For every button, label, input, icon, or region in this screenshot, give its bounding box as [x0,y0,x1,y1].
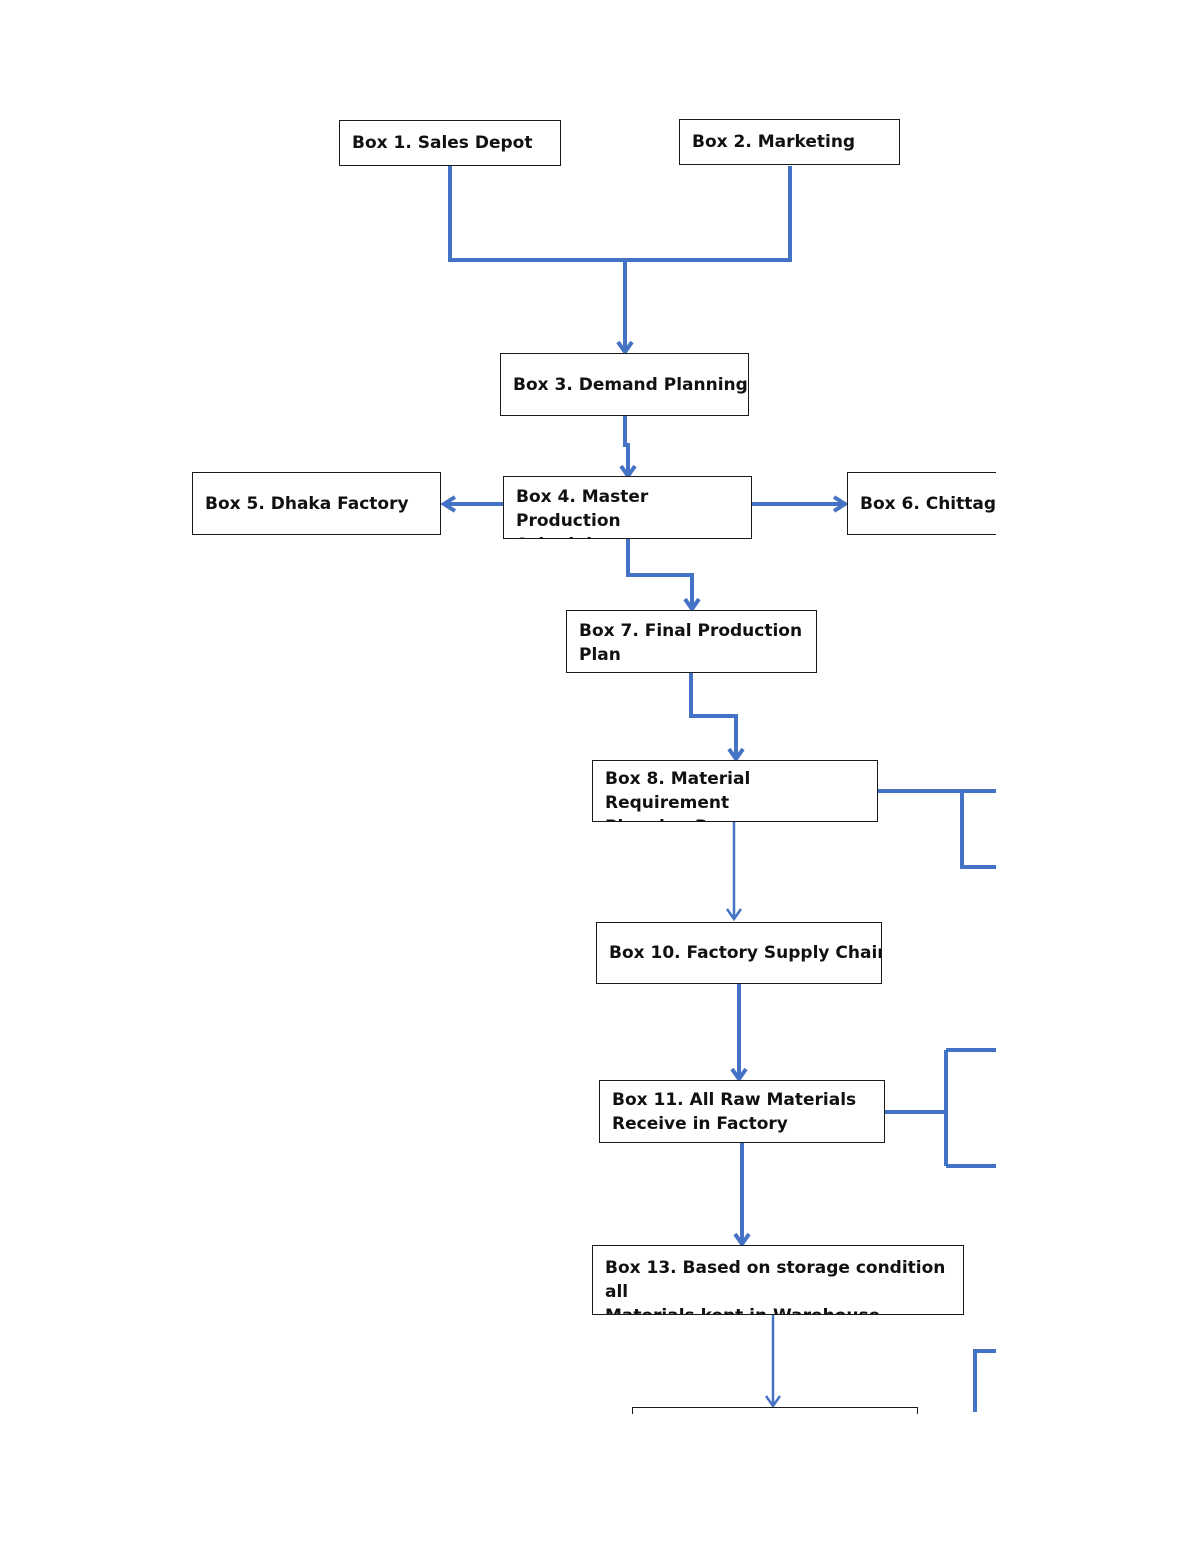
arrowhead-box14 [764,1395,782,1409]
arrowhead-box10 [725,908,743,922]
connector-box1-to-merge [448,166,625,262]
page-clip-area [996,0,1200,1553]
arrowhead-box11 [730,1067,748,1083]
box-raw-materials-receive: Box 11. All Raw Materials Receive in Fac… [599,1080,885,1143]
box-dhaka-factory: Box 5. Dhaka Factory [192,472,441,535]
arrowhead-box3 [616,340,634,356]
arrow-box3-to-box4 [623,416,630,474]
box-sales-depot: Box 1. Sales Depot [339,120,561,166]
box-material-requirement-planning-run: Box 8. Material Requirement Planning Run [592,760,878,822]
arrowhead-box13 [733,1232,751,1248]
box-demand-planning: Box 3. Demand Planning [500,353,749,416]
box-final-production-plan: Box 7. Final Production Plan [566,610,817,673]
arrowhead-box7 [683,597,701,613]
arrowhead-box6 [832,495,849,513]
arrowhead-box5 [440,495,457,513]
page-bottom-clip [0,1414,1200,1553]
connector-box11-branch [885,1048,1000,1168]
box-factory-supply-chain: Box 10. Factory Supply Chain [596,922,882,984]
connector-bottom-right-bracket [973,1349,1000,1412]
connector-box8-branch [878,789,1000,869]
box-master-production-schedule: Box 4. Master Production Schedule [503,476,752,539]
arrowhead-box8 [727,747,745,763]
arrow-box4-to-box7 [626,539,694,607]
box-warehouse-storage: Box 13. Based on storage condition all M… [592,1245,964,1315]
box-marketing: Box 2. Marketing [679,119,900,165]
connector-box2-to-merge [625,166,792,262]
arrow-box7-to-box8 [689,673,738,757]
